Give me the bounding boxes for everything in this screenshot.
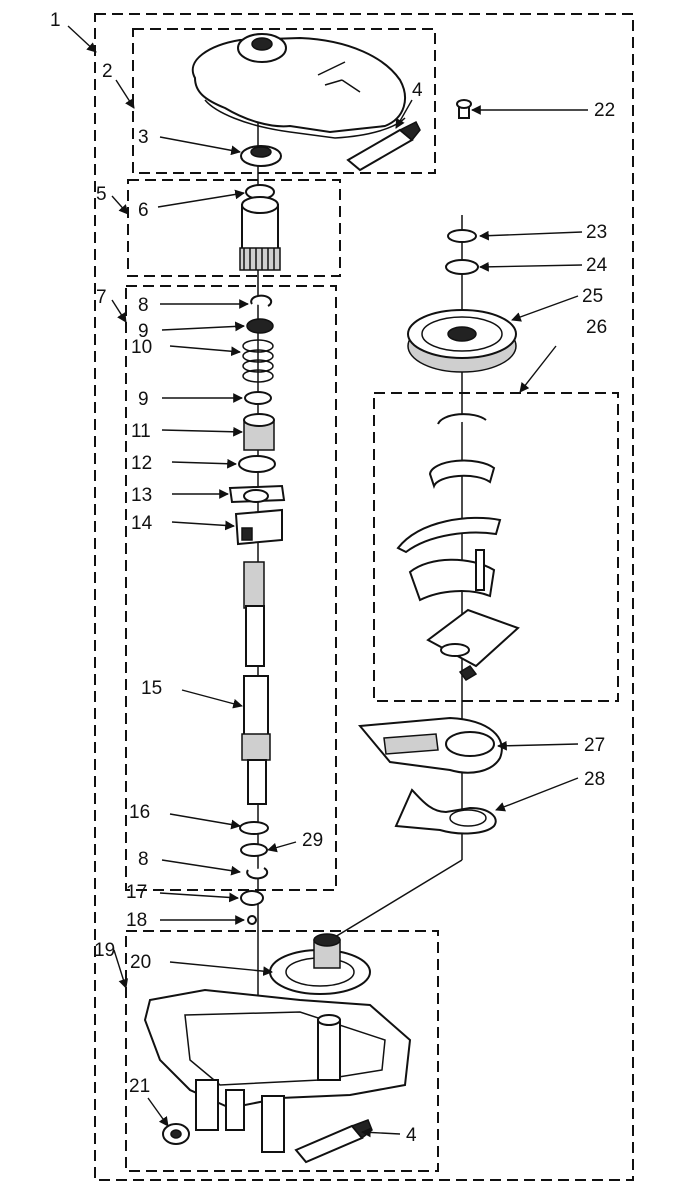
callout-label: 8	[138, 849, 149, 870]
callout-label: 10	[131, 337, 152, 358]
assembly-outline	[94, 13, 634, 1181]
group-box-shaft	[125, 285, 337, 891]
group-box-pinion	[127, 179, 341, 277]
callout-label: 16	[129, 802, 150, 823]
callout-label: 4	[406, 1125, 417, 1146]
callout-label: 18	[126, 910, 147, 931]
callout-label: 5	[96, 184, 107, 205]
callout-label: 15	[141, 678, 162, 699]
group-box-shifter	[373, 392, 619, 702]
gearcase-housing-part	[143, 988, 412, 1153]
group-box-housing	[125, 930, 439, 1172]
callout-label: 20	[130, 952, 151, 973]
callout-label: 7	[96, 287, 107, 308]
cover-part	[191, 33, 406, 139]
callout-label: 27	[584, 735, 605, 756]
callout-label: 1	[50, 10, 61, 31]
clutch-part	[243, 413, 275, 451]
washer-part	[239, 821, 269, 835]
drive-block-part	[234, 508, 283, 546]
washer-part	[246, 318, 274, 334]
callout-label: 24	[586, 255, 608, 276]
callout-label: 12	[131, 453, 152, 474]
washer-part	[244, 391, 272, 405]
gear-part	[407, 309, 517, 373]
cam-part	[228, 484, 286, 504]
pinion-part	[239, 184, 281, 271]
shift-fork-part	[394, 788, 497, 835]
shift-lever-part	[358, 716, 503, 774]
screw-part	[456, 99, 472, 119]
callout-label: 25	[582, 286, 603, 307]
grease-tube-part	[294, 1119, 373, 1164]
washer-part	[447, 229, 477, 243]
shim-part	[240, 843, 268, 857]
callout-label: 9	[138, 389, 149, 410]
callout-label: 6	[138, 200, 149, 221]
callout-label: 13	[131, 485, 152, 506]
grease-tube-part	[346, 120, 421, 172]
callout-label: 11	[131, 421, 151, 442]
callout-label: 21	[129, 1076, 150, 1097]
callout-label: 19	[94, 940, 115, 961]
callout-label: 2	[102, 61, 113, 82]
callout-label: 4	[412, 80, 423, 101]
callout-label: 26	[586, 317, 607, 338]
connector-line	[329, 859, 463, 941]
callout-label: 8	[138, 295, 149, 316]
washer-part	[240, 890, 264, 906]
agitator-shaft-part	[241, 561, 271, 805]
bearing-part	[240, 145, 282, 167]
callout-label: 17	[126, 882, 147, 903]
spring-part	[242, 339, 274, 383]
callout-label: 22	[594, 100, 615, 121]
shifter-assembly-part	[396, 413, 520, 681]
retaining-ring-part	[246, 867, 269, 880]
retaining-ring-part	[250, 294, 273, 307]
callout-label: 23	[586, 222, 607, 243]
callout-label: 3	[138, 127, 149, 148]
callout-label: 29	[302, 830, 323, 851]
callout-label: 28	[584, 769, 605, 790]
washer-part	[445, 259, 479, 275]
callout-label: 14	[131, 513, 153, 534]
drive-gear-part	[269, 933, 371, 995]
ball-part	[247, 915, 257, 925]
leader-lines	[67, 25, 588, 1138]
nut-part	[162, 1123, 190, 1145]
thrust-washer-part	[238, 455, 276, 473]
callout-label: 9	[138, 321, 149, 342]
